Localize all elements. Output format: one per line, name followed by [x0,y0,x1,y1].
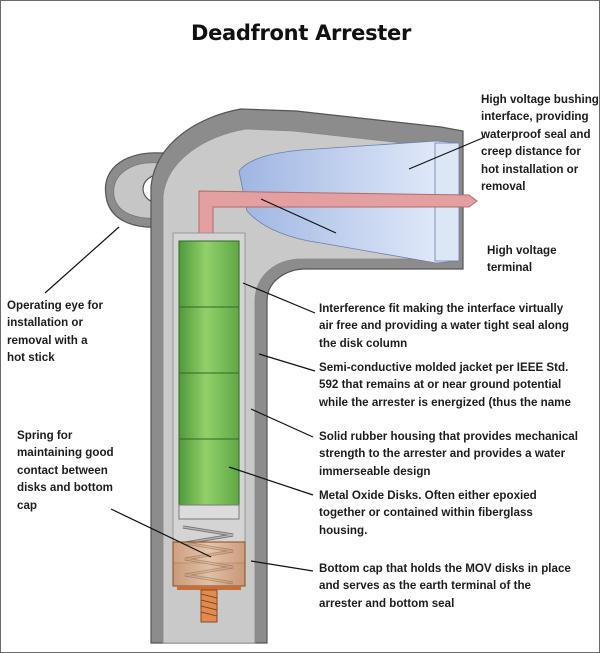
label-semi-conductive-jacket: Semi-conductive molded jacket per IEEE S… [319,361,571,409]
leader-lines [44,136,486,572]
page-title: Deadfront Arrester [190,21,412,45]
label-interference-fit: Interference fit making the interface vi… [319,302,569,350]
label-rubber-housing: Solid rubber housing that provides mecha… [319,430,578,478]
metal-oxide-disks [178,240,240,520]
label-bottom-cap: Bottom cap that holds the MOV disks in p… [319,562,571,610]
bottom-cap [172,541,246,623]
